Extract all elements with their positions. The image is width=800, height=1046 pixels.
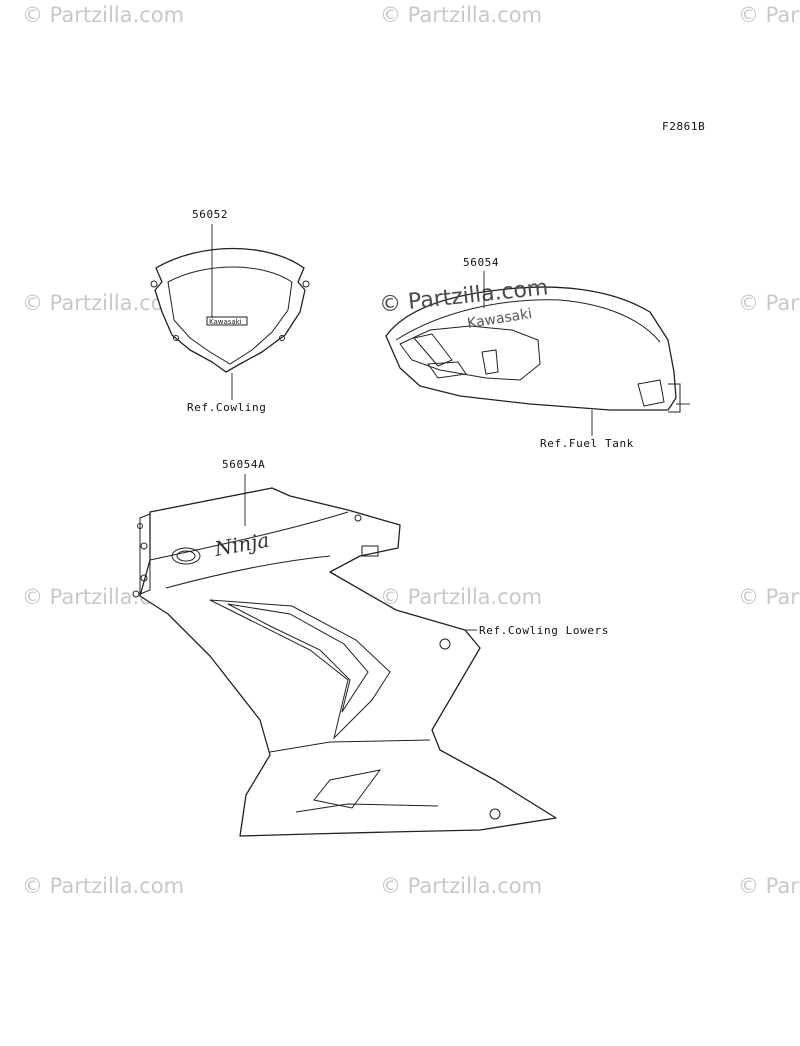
- ref-cowling-label[interactable]: Ref.Cowling: [187, 401, 266, 414]
- callout-56054[interactable]: 56054: [463, 256, 499, 269]
- fuel-tank[interactable]: Kawasaki: [385, 286, 681, 413]
- watermark: © Partzilla.com: [380, 3, 542, 27]
- ref-cowling-lowers-label[interactable]: Ref.Cowling Lowers: [479, 624, 609, 637]
- windshield-logo: Kawasaki: [209, 318, 242, 326]
- watermark: © Partzilla.com: [22, 3, 184, 27]
- diagram-code: F2861B: [662, 120, 705, 133]
- ref-fuel-tank-label[interactable]: Ref.Fuel Tank: [540, 437, 634, 450]
- watermark: © Partzilla.com: [380, 874, 542, 898]
- watermark: © Partzilla.com: [738, 874, 800, 898]
- callout-56054A[interactable]: 56054A: [222, 458, 265, 471]
- watermark: © Partzilla.com: [22, 874, 184, 898]
- watermark: © Partzilla.com: [380, 585, 542, 609]
- side-cowling[interactable]: Ninja: [132, 487, 557, 837]
- watermark: © Partzilla.com: [738, 291, 800, 315]
- windshield[interactable]: Kawasaki: [150, 247, 310, 373]
- watermark: © Partzilla.com: [738, 3, 800, 27]
- watermark: © Partzilla.com: [738, 585, 800, 609]
- callout-56052[interactable]: 56052: [192, 208, 228, 221]
